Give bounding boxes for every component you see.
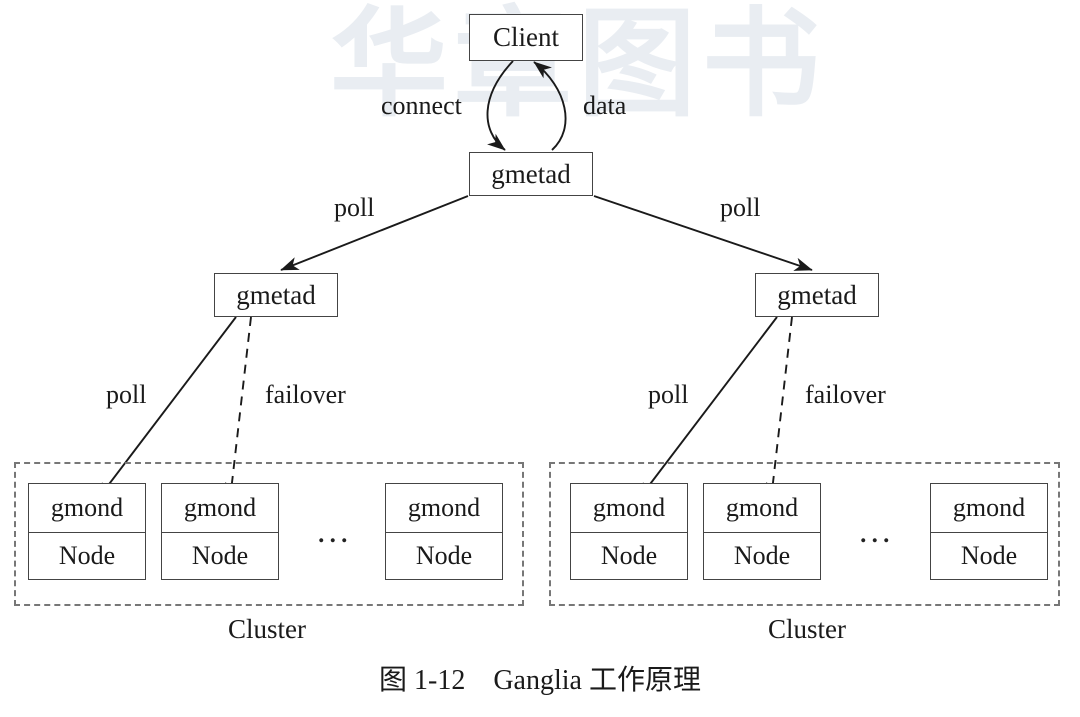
edge-label-data: data (583, 91, 627, 120)
host-1-2-node: Node (931, 531, 1047, 580)
host-1-1-agent: gmond (725, 492, 799, 522)
host-0-1-node: Node (162, 531, 278, 580)
node-branch1-gmetad-label: gmetad (777, 279, 857, 310)
host-0-1[interactable]: gmond Node (161, 483, 279, 580)
host-0-2-node: Node (386, 531, 502, 580)
node-client-label: Client (493, 22, 559, 52)
host-0-2[interactable]: gmond Node (385, 483, 503, 580)
host-1-0-node: Node (571, 531, 687, 580)
host-0-1-agent: gmond (183, 492, 257, 522)
edge-root-poll-left (280, 195, 469, 271)
host-1-0[interactable]: gmond Node (570, 483, 688, 580)
host-1-1-node: Node (704, 531, 820, 580)
cluster-0-ellipsis: ... (317, 513, 352, 550)
host-0-0-node: Node (29, 531, 145, 580)
host-1-0-agent: gmond (592, 492, 666, 522)
host-0-0[interactable]: gmond Node (28, 483, 146, 580)
node-root-gmetad[interactable]: gmetad (469, 152, 593, 196)
cluster-1-label: Cluster (768, 614, 846, 644)
figure-caption: 图 1-12 Ganglia 工作原理 (379, 665, 701, 696)
host-1-2[interactable]: gmond Node (930, 483, 1048, 580)
edge-label-branch0-poll: poll (106, 380, 147, 409)
node-branch0-gmetad[interactable]: gmetad (214, 273, 338, 317)
edge-label-connect: connect (381, 91, 462, 120)
host-1-1[interactable]: gmond Node (703, 483, 821, 580)
node-root-gmetad-label: gmetad (491, 158, 571, 189)
host-0-0-agent: gmond (50, 492, 124, 522)
cluster-0-label: Cluster (228, 614, 306, 644)
edge-label-root-poll-right: poll (720, 193, 761, 222)
cluster-box-0 (14, 462, 524, 606)
host-1-2-agent: gmond (952, 492, 1026, 522)
edge-label-root-poll-left: poll (334, 193, 375, 222)
host-0-2-agent: gmond (407, 492, 481, 522)
edge-label-branch0-failover: failover (265, 380, 346, 409)
cluster-1-ellipsis: ... (859, 513, 894, 550)
node-branch0-gmetad-label: gmetad (236, 279, 316, 310)
edge-root-poll-right (593, 195, 813, 271)
edge-label-branch1-poll: poll (648, 380, 689, 409)
cluster-box-1 (549, 462, 1060, 606)
node-branch1-gmetad[interactable]: gmetad (755, 273, 879, 317)
node-client[interactable]: Client (469, 14, 583, 61)
edge-label-branch1-failover: failover (805, 380, 886, 409)
